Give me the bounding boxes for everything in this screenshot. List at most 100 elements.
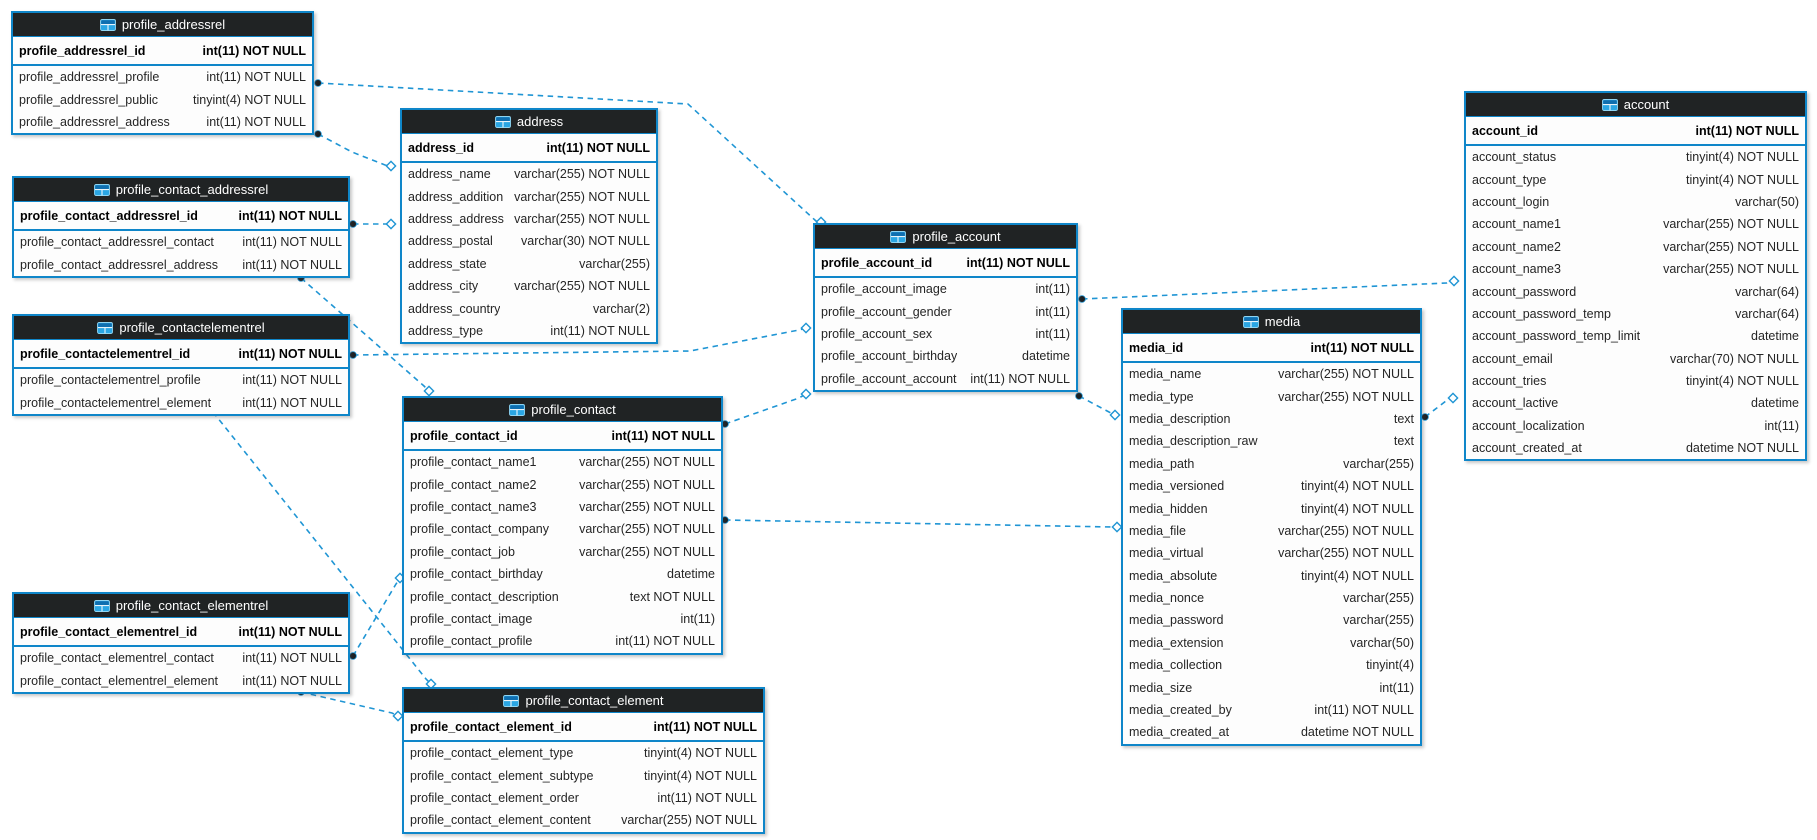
- column-name: account_name1: [1472, 217, 1561, 232]
- column-name: media_absolute: [1129, 568, 1218, 583]
- column-type: int(11): [1379, 680, 1414, 695]
- entity-profile_contact_elementrel[interactable]: profile_contact_elementrel profile_contac…: [12, 592, 350, 694]
- entity-header-profile_contactelementrel[interactable]: profile_contactelementrel: [14, 316, 348, 340]
- column-type: int(11) NOT NULL: [1310, 340, 1414, 355]
- column-type: varchar(255) NOT NULL: [579, 499, 715, 514]
- entity-header-profile_contact[interactable]: profile_contact: [404, 398, 721, 422]
- column-name: account_created_at: [1472, 441, 1582, 456]
- column-name: media_description: [1129, 411, 1231, 426]
- column-name: address_addition: [408, 189, 504, 204]
- column-type: varchar(64): [1735, 284, 1799, 299]
- table-icon: [890, 230, 907, 243]
- column-type: int(11): [1764, 418, 1799, 433]
- column-name: profile_contact_addressrel_address: [20, 257, 219, 272]
- relationship-profile_account-media[interactable]: [1075, 392, 1121, 421]
- entity-title: profile_contact: [531, 402, 616, 417]
- column-type: int(11) NOT NULL: [242, 373, 342, 388]
- table-icon: [1601, 98, 1618, 111]
- column-name: profile_addressrel_public: [19, 92, 158, 107]
- column-name: account_password_temp: [1472, 306, 1611, 321]
- connector-diamond: [800, 322, 812, 334]
- entity-profile_contactelementrel[interactable]: profile_contactelementrel profile_contact…: [12, 314, 350, 416]
- column-name: account_password_temp_limit: [1472, 329, 1641, 344]
- column-type: int(11) NOT NULL: [238, 346, 342, 361]
- column-name: profile_contact_elementrel_element: [20, 673, 219, 688]
- relationship-profile_contact_addressrel-address[interactable]: [349, 218, 397, 230]
- column-row: profile_contact_name1 varchar(255) NOT NU…: [404, 451, 721, 473]
- connector-diamond: [392, 710, 404, 722]
- column-type: tinyint(4) NOT NULL: [1686, 374, 1799, 389]
- column-name: profile_addressrel_address: [19, 114, 170, 129]
- column-type: tinyint(4) NOT NULL: [1301, 568, 1414, 583]
- connector-diamond: [423, 385, 435, 397]
- column-type: varchar(255): [1343, 613, 1414, 628]
- column-name: media_path: [1129, 456, 1195, 471]
- column-type: int(11): [1035, 304, 1070, 319]
- column-type: varchar(255) NOT NULL: [579, 544, 715, 559]
- column-name: profile_contact_image: [410, 611, 533, 626]
- entity-header-profile_account[interactable]: profile_account: [815, 225, 1076, 249]
- column-name: media_description_raw: [1129, 434, 1258, 449]
- entity-header-profile_addressrel[interactable]: profile_addressrel: [13, 13, 312, 37]
- column-name: profile_contact_birthday: [410, 567, 543, 582]
- relationship-media-account[interactable]: [1421, 392, 1459, 421]
- relationship-profile_contact-media[interactable]: [721, 516, 1123, 533]
- entity-profile_contact_addressrel[interactable]: profile_contact_addressrel profile_contac…: [12, 176, 350, 278]
- entity-header-profile_contact_addressrel[interactable]: profile_contact_addressrel: [14, 178, 348, 202]
- column-name: profile_addressrel_profile: [19, 70, 160, 85]
- relationship-profile_contactelementrel-profile_account[interactable]: [349, 322, 812, 359]
- relationship-profile_addressrel-address[interactable]: [314, 130, 397, 172]
- column-type: varchar(255): [579, 256, 650, 271]
- relationship-profile_contact_elementrel-profile_contact[interactable]: [349, 572, 406, 660]
- column-type: varchar(50): [1735, 194, 1799, 209]
- entity-header-profile_contact_element[interactable]: profile_contact_element: [404, 689, 763, 713]
- column-name: profile_contact_name1: [410, 455, 537, 470]
- column-name: account_name2: [1472, 239, 1561, 254]
- column-type: varchar(255) NOT NULL: [579, 455, 715, 470]
- column-name: profile_contact_elementrel_id: [20, 624, 198, 639]
- entity-header-account[interactable]: account: [1466, 93, 1805, 117]
- column-type: int(11) NOT NULL: [615, 634, 715, 649]
- column-name: media_versioned: [1129, 479, 1225, 494]
- entity-header-profile_contact_elementrel[interactable]: profile_contact_elementrel: [14, 594, 348, 618]
- column-name: address_state: [408, 256, 487, 271]
- column-name: account_email: [1472, 351, 1553, 366]
- entity-header-address[interactable]: address: [402, 110, 656, 134]
- column-name: account_tries: [1472, 374, 1547, 389]
- column-name: profile_contactelementrel_element: [20, 395, 212, 410]
- entity-title: profile_account: [912, 229, 1001, 244]
- entity-header-media[interactable]: media: [1123, 310, 1420, 334]
- connector-dot: [1421, 413, 1429, 421]
- relationship-profile_contact-profile_account[interactable]: [721, 388, 812, 428]
- relationship-profile_account-account[interactable]: [1078, 275, 1460, 303]
- connector-dot: [349, 220, 357, 228]
- column-type: datetime: [1022, 349, 1070, 364]
- column-name: address_postal: [408, 234, 493, 249]
